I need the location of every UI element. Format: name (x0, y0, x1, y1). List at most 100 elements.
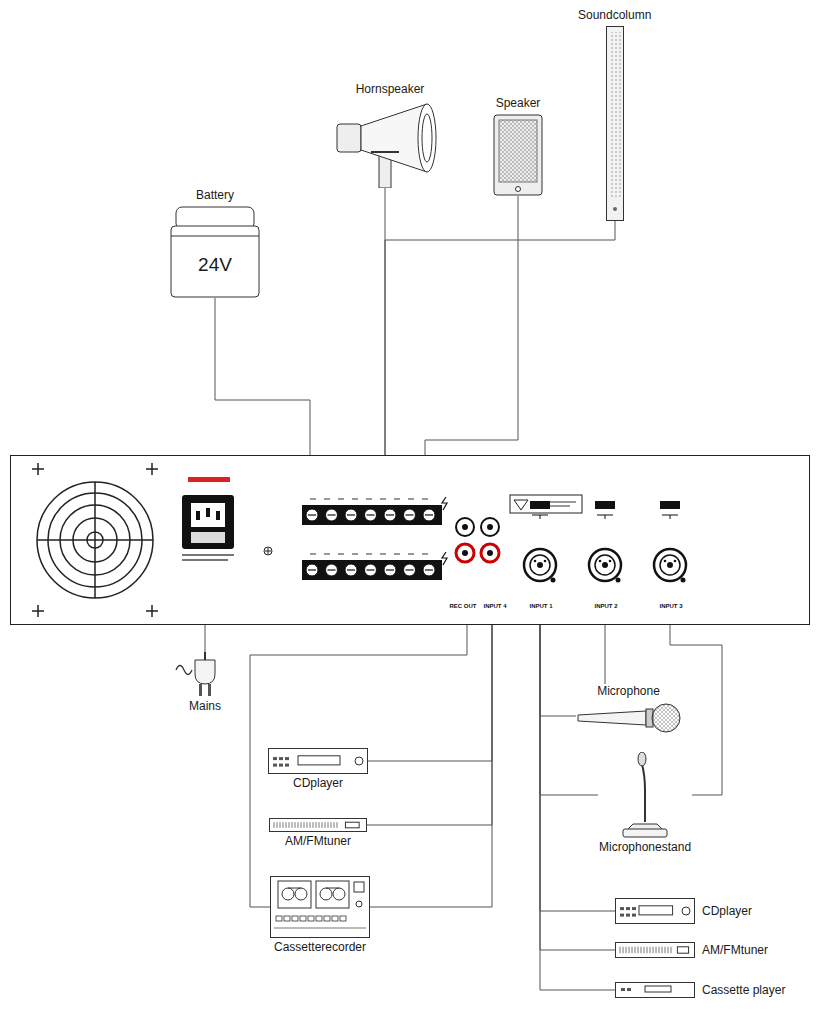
fan-grille (32, 463, 158, 617)
device-drawing (493, 114, 543, 196)
amplifier-panel: REC OUTINPUT 4INPUT 1INPUT 2INPUT 3 (10, 455, 810, 625)
tape-reel (282, 888, 294, 900)
warning-label (510, 495, 582, 513)
fan-spokes (37, 482, 153, 598)
screw-slot (347, 514, 355, 515)
tuner-display (345, 822, 359, 828)
xlr-lock (551, 578, 556, 583)
cd-button (632, 907, 636, 910)
print-line (182, 554, 234, 556)
voltage-label: 24V (198, 254, 232, 276)
deck-button (316, 916, 322, 921)
screw-slot (425, 514, 433, 515)
signal-wire (605, 625, 606, 684)
cd-tray (639, 906, 673, 915)
deck-strip (274, 928, 366, 929)
terminal-screw (384, 564, 396, 576)
tuner-case (616, 943, 695, 958)
deck-button (332, 916, 338, 921)
xlr-inner (660, 555, 680, 575)
screw-slot (367, 569, 375, 570)
xlr-pin (674, 560, 677, 563)
cassette-player: Cassette player (615, 982, 786, 998)
device-icon (335, 100, 445, 188)
rca-pin (487, 524, 493, 530)
socket-label: INPUT 4 (483, 603, 506, 610)
socket-label: INPUT 2 (594, 603, 617, 610)
cd-tray (298, 756, 340, 765)
socket-face (191, 503, 225, 527)
fan-screws (32, 463, 158, 617)
hazard-symbol (442, 497, 447, 565)
panel-ground (10, 455, 810, 625)
tape-reel (333, 888, 345, 900)
battery: Battery24V (170, 188, 260, 298)
cd-button (279, 764, 283, 767)
device-icon (606, 26, 624, 221)
deck-meter (354, 882, 364, 892)
screw-slot (406, 514, 414, 515)
terminal-screw (404, 509, 416, 521)
socket-pin (196, 511, 200, 520)
socket-pin (216, 511, 220, 520)
device-icon (269, 818, 367, 832)
speaker-grille (499, 120, 537, 182)
cassette-recorder: Cassetterecorder (270, 876, 370, 955)
deck-button (276, 916, 282, 921)
terminal-screw (306, 564, 318, 576)
warning-triangle (514, 500, 528, 510)
xlr-lock (616, 578, 621, 583)
deck-window (278, 881, 311, 908)
device-drawing (269, 818, 367, 832)
plug-body (195, 660, 215, 684)
device-label: Soundcolumn (577, 8, 652, 23)
horn-mouth (418, 104, 436, 172)
screw-slot (347, 569, 355, 570)
device-label: Microphonestand (598, 840, 692, 855)
print-line (182, 559, 228, 561)
device-icon (615, 752, 675, 838)
column-logo (613, 207, 617, 211)
cd-button (626, 907, 630, 910)
ground-ring (264, 547, 272, 555)
device-icon (615, 942, 695, 958)
screw-slot (308, 569, 316, 570)
box-speaker: Speaker (493, 96, 543, 196)
screw-slot (386, 569, 394, 570)
fuse-drawer (191, 532, 225, 543)
sound-column: Soundcolumn (577, 8, 652, 221)
amplifier-rear-panel (10, 455, 810, 625)
screw-slot (386, 514, 394, 515)
terminal-screw (404, 564, 416, 576)
input-switch (595, 501, 615, 509)
player-button (627, 988, 631, 991)
device-drawing (615, 898, 695, 924)
tuner: AM/FMtuner (615, 942, 769, 958)
device-drawing (270, 876, 370, 938)
device-label: CDplayer (701, 904, 753, 919)
deck-button (308, 916, 314, 921)
tape-bridge (326, 888, 339, 889)
terminal-screw (326, 564, 338, 576)
cd-button (273, 764, 277, 767)
signal-wire (540, 625, 615, 990)
plug-pin (199, 684, 202, 696)
horn-throat (422, 114, 432, 162)
device-label: AM/FMtuner (284, 834, 352, 849)
tuner: AM/FMtuner (269, 818, 367, 849)
device-drawing (170, 206, 260, 298)
deck-button (292, 916, 298, 921)
signal-wire (385, 221, 615, 455)
signal-wire (540, 625, 576, 716)
screw-slot (308, 514, 316, 515)
terminal-screw (306, 509, 318, 521)
tape-reel (295, 888, 307, 900)
signal-wire (540, 625, 598, 795)
device-drawing (615, 982, 695, 998)
tuner-scale (620, 947, 671, 953)
device-drawing (175, 652, 235, 697)
microphone: Microphone (576, 684, 681, 734)
rca-pin (462, 550, 468, 556)
signal-wire (368, 625, 492, 761)
